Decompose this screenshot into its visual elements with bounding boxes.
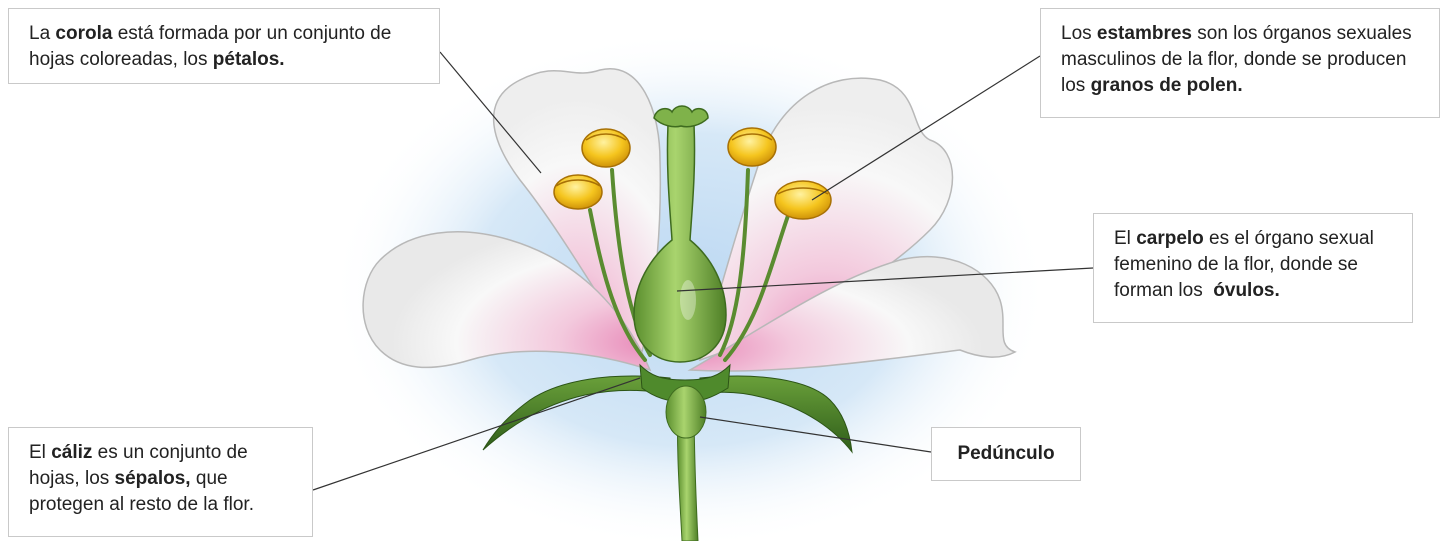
receptacle	[666, 386, 706, 438]
anther-2	[554, 175, 602, 209]
pistil-highlight	[680, 280, 696, 320]
stigma	[654, 106, 708, 127]
term-ovulos: óvulos.	[1213, 280, 1280, 301]
term-estambres: estambres	[1097, 23, 1192, 44]
term-pedunculo: Pedúnculo	[957, 443, 1054, 464]
term-carpelo: carpelo	[1136, 228, 1204, 249]
callout-pedunculo: Pedúnculo	[931, 427, 1081, 481]
text: Los	[1061, 23, 1097, 44]
term-sepalos: sépalos,	[115, 468, 191, 489]
callout-caliz: El cáliz es un conjunto de hojas, los sé…	[8, 427, 313, 537]
term-corola: corola	[55, 23, 112, 44]
anther-4	[775, 181, 831, 219]
anther-3	[728, 128, 776, 166]
term-caliz: cáliz	[51, 442, 92, 463]
callout-corola: La corola está formada por un conjunto d…	[8, 8, 440, 84]
text: La	[29, 23, 55, 44]
callout-carpelo: El carpelo es el órgano sexual femenino …	[1093, 213, 1413, 323]
anther-1	[582, 129, 630, 167]
term-granos-de-polen: granos de polen.	[1091, 75, 1243, 96]
text: El	[1114, 228, 1136, 249]
text: El	[29, 442, 51, 463]
term-petalos: pétalos.	[213, 49, 285, 70]
callout-estambres: Los estambres son los órganos sexuales m…	[1040, 8, 1440, 118]
